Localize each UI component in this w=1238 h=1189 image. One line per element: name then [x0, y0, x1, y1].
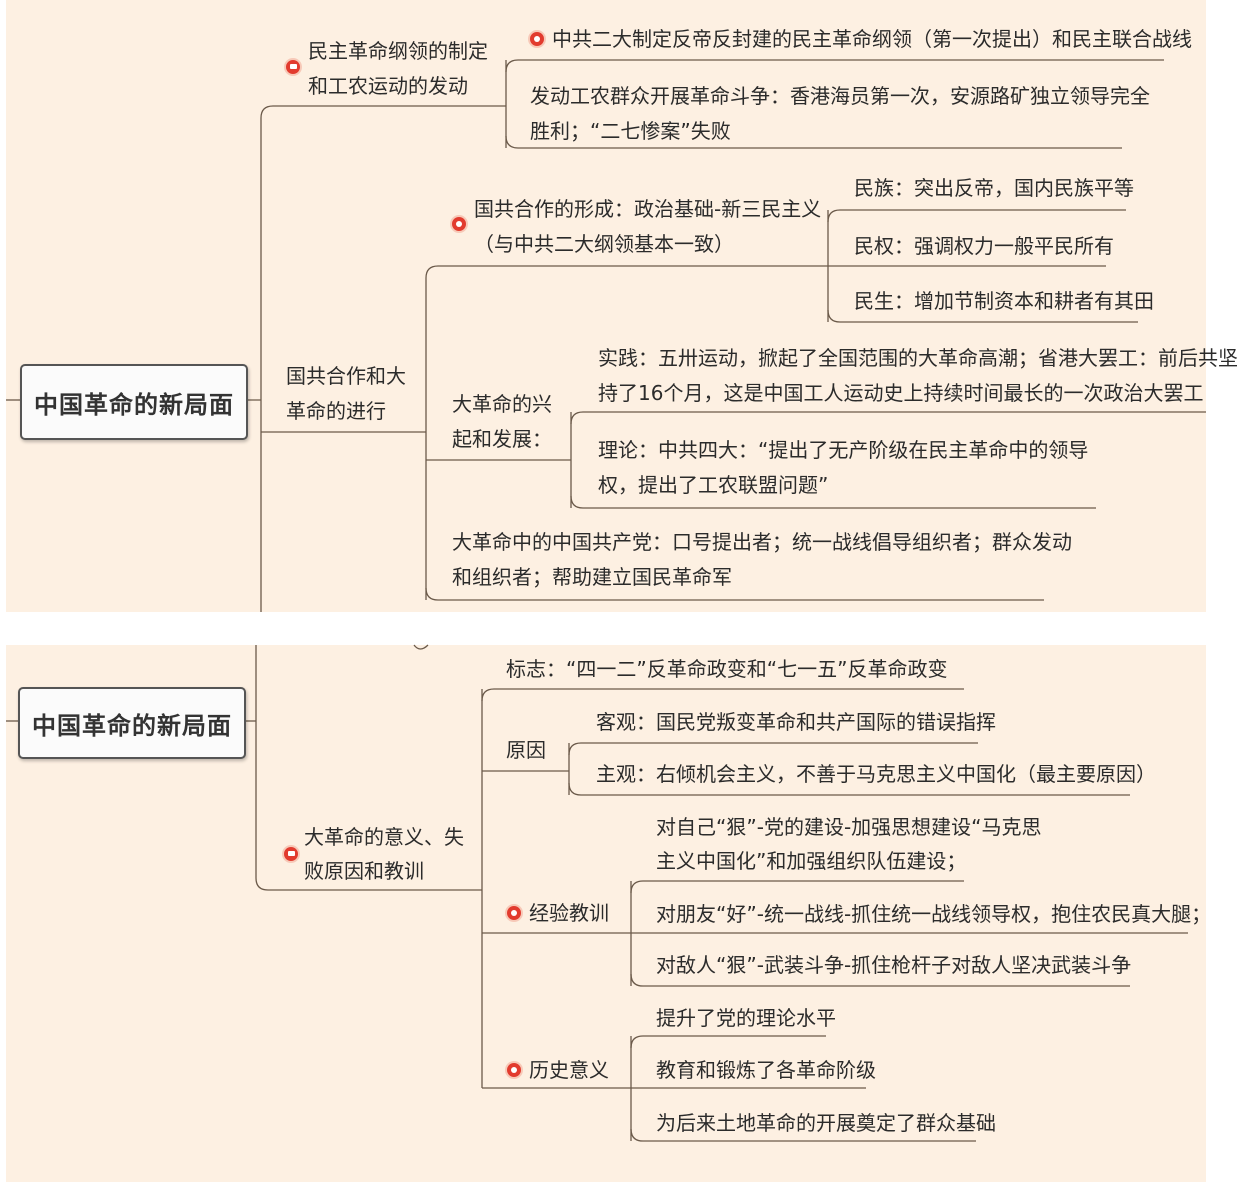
- branch-coop-line1[interactable]: 国共合作和大: [286, 364, 406, 388]
- subjective-node[interactable]: 主观：右倾机会主义，不善于马克思主义中国化（最主要原因）: [596, 762, 1156, 786]
- party-role-line2[interactable]: 和组织者；帮助建立国民革命军: [452, 565, 732, 589]
- star-badge-icon: [450, 215, 468, 233]
- lesson-friends[interactable]: 对朋友“好”-统一战线-抓住统一战线领导权，抱住农民真大腿；: [656, 902, 1212, 926]
- star-badge-icon: [505, 1061, 523, 1079]
- root-label: 中国革命的新局面: [32, 711, 232, 740]
- lesson-self-line1[interactable]: 对自己“狠”-党的建设-加强思想建设“马克思: [656, 815, 1042, 839]
- flag-badge-icon: [284, 58, 302, 76]
- cause-node[interactable]: 原因: [506, 738, 546, 762]
- root-node[interactable]: 中国革命的新局面: [18, 687, 246, 759]
- mindmap-panel-top: 中国革命的新局面 民主革命纲领的制定 和工农运动的发动 中共二大制定反帝反封建的…: [6, 0, 1238, 612]
- practice-line1[interactable]: 实践：五卅运动，掀起了全国范围的大革命高潮；省港大罢工：前后共坚: [598, 346, 1238, 370]
- sig-item-3[interactable]: 为后来土地革命的开展奠定了群众基础: [656, 1111, 996, 1135]
- minsheng-node[interactable]: 民生：增加节制资本和耕者有其田: [854, 289, 1154, 313]
- branch-significance-line2[interactable]: 败原因和教训: [304, 859, 424, 883]
- lesson-self-line2[interactable]: 主义中国化”和加强组织队伍建设；: [656, 849, 967, 873]
- branch-program-line1[interactable]: 民主革命纲领的制定: [308, 39, 488, 63]
- minquan-node[interactable]: 民权：强调权力一般平民所有: [854, 234, 1114, 258]
- star-badge-icon: [528, 30, 546, 48]
- rise-line2[interactable]: 起和发展：: [452, 427, 552, 451]
- mindmap-panel-bottom: 中国革命的新局面 大革命的意义、失 败原因和教训 标志：“四一二”反革命政变和“…: [6, 644, 1211, 1182]
- significance-node[interactable]: 历史意义: [529, 1058, 609, 1082]
- root-label: 中国革命的新局面: [34, 390, 234, 419]
- coop-formation-line1[interactable]: 国共合作的形成：政治基础-新三民主义: [474, 197, 822, 221]
- sig-item-2[interactable]: 教育和锻炼了各革命阶级: [656, 1058, 876, 1082]
- minzu-node[interactable]: 民族：突出反帝，国内民族平等: [854, 176, 1134, 200]
- flag-badge-icon: [282, 845, 300, 863]
- lesson-enemy[interactable]: 对敌人“狠”-武装斗争-抓住枪杆子对敌人坚决武装斗争: [656, 953, 1132, 977]
- party-role-line1[interactable]: 大革命中的中国共产党：口号提出者；统一战线倡导组织者；群众发动: [452, 530, 1072, 554]
- sign-node[interactable]: 标志：“四一二”反革命政变和“七一五”反革命政变: [506, 657, 948, 681]
- root-node[interactable]: 中国革命的新局面: [20, 364, 248, 440]
- coop-formation-line2[interactable]: （与中共二大纲领基本一致）: [474, 232, 734, 256]
- program-item-2-line2[interactable]: 胜利；“二七惨案”失败: [530, 119, 731, 143]
- star-badge-icon: [505, 904, 523, 922]
- program-item-1[interactable]: 中共二大制定反帝反封建的民主革命纲领（第一次提出）和民主联合战线: [552, 27, 1192, 51]
- rise-line1[interactable]: 大革命的兴: [452, 392, 552, 416]
- practice-line2[interactable]: 持了16个月，这是中国工人运动史上持续时间最长的一次政治大罢工: [598, 381, 1204, 405]
- sig-item-1[interactable]: 提升了党的理论水平: [656, 1006, 836, 1030]
- program-item-2-line1[interactable]: 发动工农群众开展革命斗争：香港海员第一次，安源路矿独立领导完全: [530, 84, 1150, 108]
- branch-program-line2[interactable]: 和工农运动的发动: [308, 74, 468, 98]
- theory-line2[interactable]: 权，提出了工农联盟问题”: [598, 473, 829, 497]
- theory-line1[interactable]: 理论：中共四大：“提出了无产阶级在民主革命中的领导: [598, 438, 1089, 462]
- branch-significance-line1[interactable]: 大革命的意义、失: [304, 825, 464, 849]
- objective-node[interactable]: 客观：国民党叛变革命和共产国际的错误指挥: [596, 710, 996, 734]
- branch-coop-line2[interactable]: 革命的进行: [286, 399, 386, 423]
- lesson-node[interactable]: 经验教训: [529, 901, 609, 925]
